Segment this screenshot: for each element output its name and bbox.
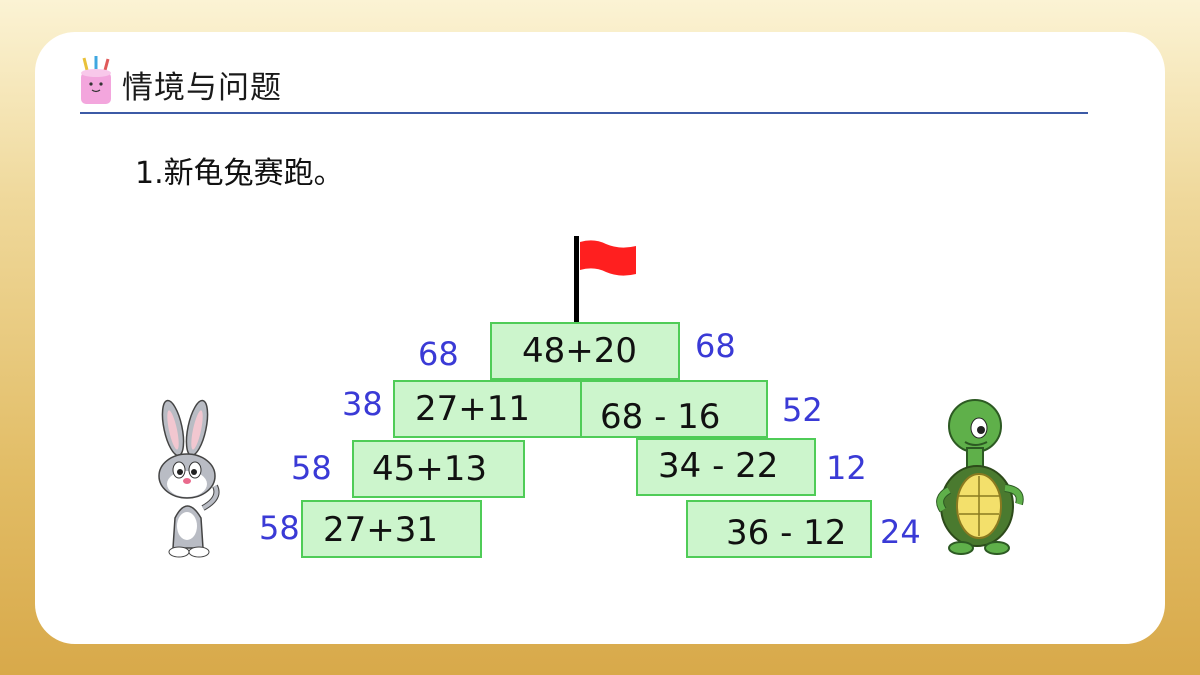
answer-left-1: 38 <box>342 385 383 423</box>
expression-text: 68 - 16 <box>600 397 721 437</box>
section-title: 情境与问题 <box>122 70 282 106</box>
header-divider <box>80 112 1088 114</box>
pencil-cup-icon <box>81 56 111 104</box>
answer-right-3: 24 <box>880 513 921 551</box>
answer-left-3: 58 <box>259 509 300 547</box>
answer-top-left: 68 <box>418 335 459 373</box>
expression-box-left-1: 27+11 <box>393 380 583 438</box>
expression-text: 27+11 <box>415 389 531 429</box>
expression-text: 45+13 <box>372 449 488 489</box>
expression-box-top: 48+20 <box>490 322 680 380</box>
rabbit-icon <box>158 399 220 558</box>
expression-box-right-2: 34 - 22 <box>636 438 816 496</box>
answer-right-2: 12 <box>826 449 867 487</box>
expression-box-right-3: 36 - 12 <box>686 500 872 558</box>
expression-text: 27+31 <box>323 510 439 550</box>
expression-box-right-1: 68 - 16 <box>580 380 768 438</box>
turtle-icon <box>936 399 1024 555</box>
answer-right-1: 52 <box>782 391 823 429</box>
expression-text: 34 - 22 <box>658 446 779 486</box>
problem-title: 1.新龟兔赛跑。 <box>135 156 344 191</box>
expression-box-left-2: 45+13 <box>352 440 525 498</box>
expression-text: 36 - 12 <box>726 513 847 553</box>
answer-left-2: 58 <box>291 449 332 487</box>
expression-box-left-3: 27+31 <box>301 500 482 558</box>
flag-icon <box>574 236 636 324</box>
answer-top-right: 68 <box>695 327 736 365</box>
expression-text: 48+20 <box>522 331 638 371</box>
